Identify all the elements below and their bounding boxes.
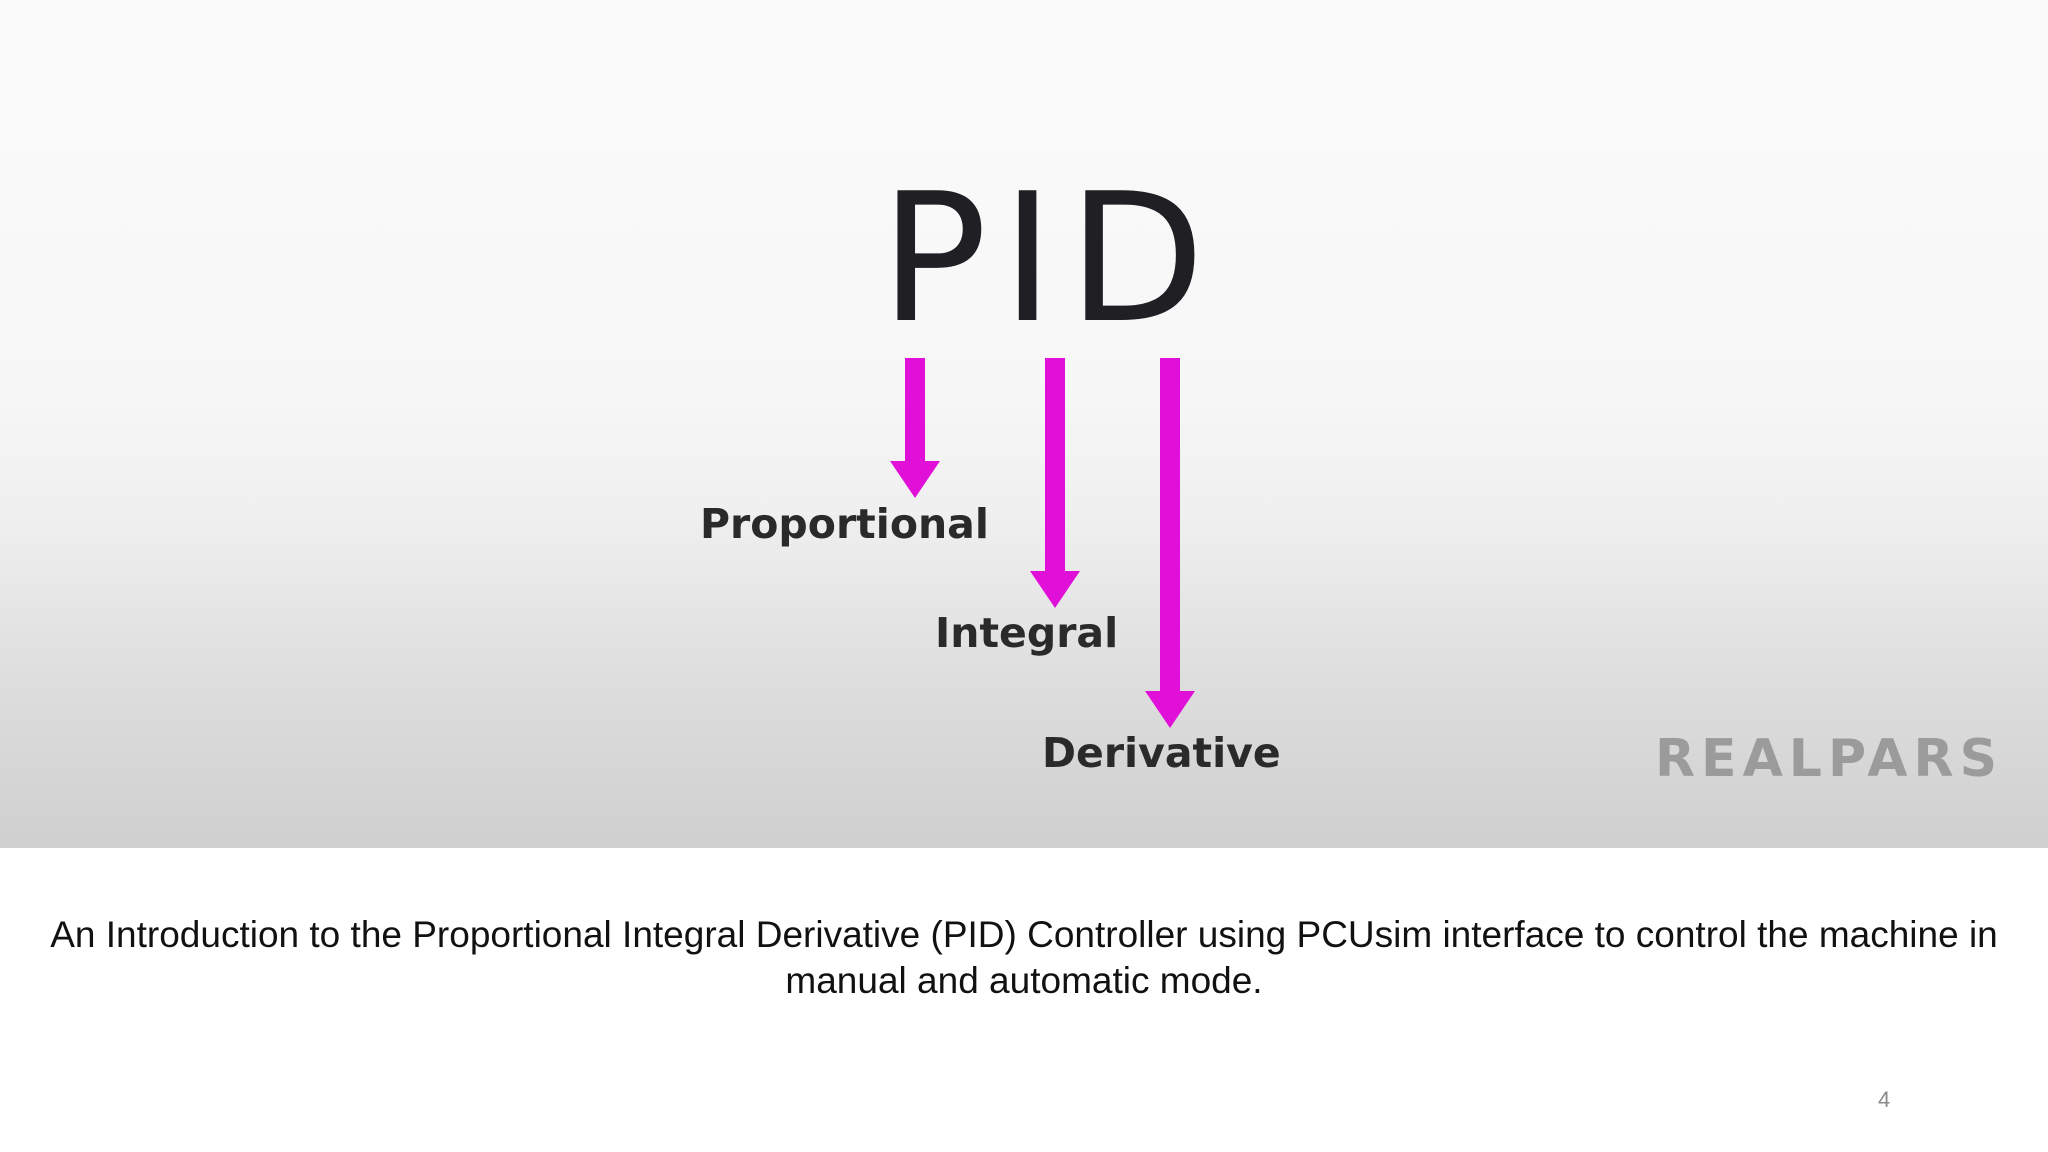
slide-caption: An Introduction to the Proportional Inte… (50, 914, 1998, 1001)
term-integral: Integral (935, 609, 1119, 657)
arrow-group (890, 358, 1195, 728)
arrow-p-shaft (905, 358, 925, 463)
hero-image: PID Proportional Integral Derivative REA… (0, 0, 2048, 848)
arrows-graphic (890, 358, 1195, 728)
page-number: 4 (1878, 1087, 1891, 1112)
arrow-i-head (1030, 571, 1080, 608)
arrow-i-shaft (1045, 358, 1065, 573)
arrow-d-shaft (1160, 358, 1180, 693)
arrow-p-head (890, 461, 940, 498)
pid-title: PID (880, 155, 1219, 362)
realpars-watermark: REALPARS (1655, 729, 2004, 789)
arrow-d-head (1145, 691, 1195, 728)
term-derivative: Derivative (1042, 729, 1281, 777)
term-proportional: Proportional (700, 500, 989, 548)
